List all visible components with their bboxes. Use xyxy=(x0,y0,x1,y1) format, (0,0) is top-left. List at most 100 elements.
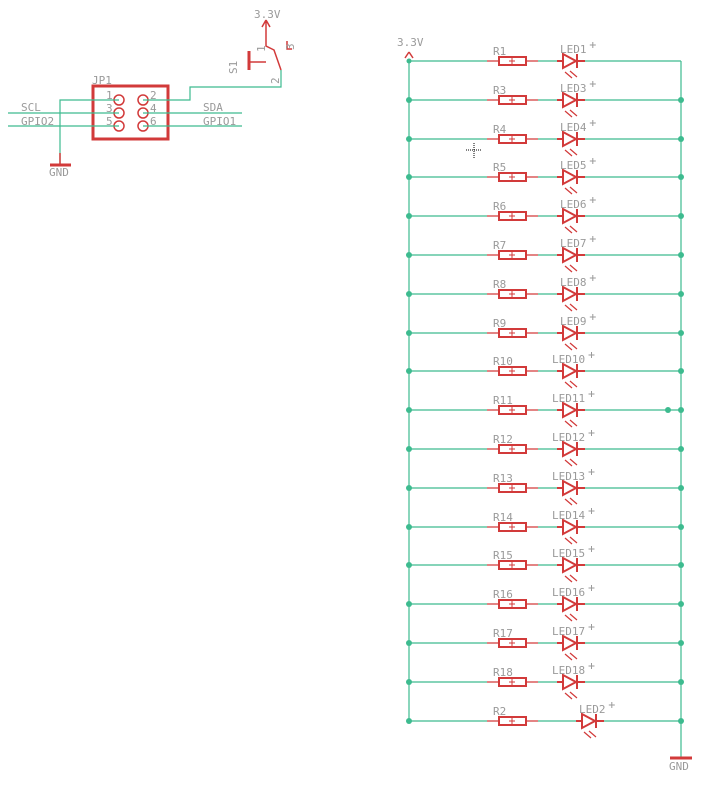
junction xyxy=(678,562,684,568)
junction xyxy=(406,679,412,685)
resistor-body[interactable] xyxy=(498,134,527,144)
resistor-body[interactable] xyxy=(498,366,527,376)
resistor-body[interactable] xyxy=(498,483,527,493)
junction xyxy=(406,174,412,180)
led-diode-icon[interactable] xyxy=(557,673,585,691)
led-diode-icon[interactable] xyxy=(557,285,585,303)
led-diode-icon[interactable] xyxy=(557,634,585,652)
junction xyxy=(406,252,412,258)
resistor-label: R8 xyxy=(493,278,506,291)
anode-plus-icon xyxy=(589,197,596,203)
plus-icon xyxy=(509,640,515,646)
net-wires[interactable] xyxy=(8,112,242,127)
resistor-body[interactable] xyxy=(498,560,527,570)
led-row[interactable]: R9 LED9 xyxy=(406,314,684,351)
plus-icon xyxy=(509,562,515,568)
resistor-body[interactable] xyxy=(498,677,527,687)
resistor-label: R15 xyxy=(493,549,513,562)
resistor-body[interactable] xyxy=(498,716,527,726)
resistor-body[interactable] xyxy=(498,599,527,609)
led-label: LED9 xyxy=(560,315,587,328)
led-diode-icon[interactable] xyxy=(557,362,585,380)
led-diode-icon[interactable] xyxy=(557,479,585,497)
led-diode-icon[interactable] xyxy=(557,595,585,613)
plus-icon xyxy=(509,446,515,452)
led-diode-icon[interactable] xyxy=(576,712,604,730)
led-label: LED5 xyxy=(560,159,587,172)
led-diode-icon[interactable] xyxy=(557,246,585,264)
plus-icon xyxy=(509,368,515,374)
header-jp1[interactable]: JP1 1 2 3 4 5 6 xyxy=(91,74,170,141)
resistor-label: R9 xyxy=(493,317,506,330)
resistor-body[interactable] xyxy=(498,638,527,648)
light-emission-icon xyxy=(564,419,578,428)
junction xyxy=(406,485,412,491)
pin-num: 4 xyxy=(150,102,157,115)
led-diode-icon[interactable] xyxy=(557,207,585,225)
junction xyxy=(406,718,412,724)
switch-wire[interactable] xyxy=(143,70,282,101)
light-emission-icon xyxy=(564,225,578,234)
resistor-body[interactable] xyxy=(498,172,527,182)
led-label: LED7 xyxy=(560,237,587,250)
light-emission-icon xyxy=(564,342,578,351)
junction xyxy=(678,368,684,374)
pin-num: 3 xyxy=(106,102,113,115)
led-diode-icon[interactable] xyxy=(557,556,585,574)
plus-icon xyxy=(509,252,515,258)
resistor-body[interactable] xyxy=(498,328,527,338)
switch-s1[interactable]: 3.3V S1 1 2 3 xyxy=(227,8,297,84)
anode-plus-icon xyxy=(589,158,596,164)
junction xyxy=(678,407,684,413)
led-diode-icon[interactable] xyxy=(557,52,585,70)
led-diode-icon[interactable] xyxy=(557,324,585,342)
resistor-body[interactable] xyxy=(498,95,527,105)
gnd-wire[interactable] xyxy=(59,99,119,165)
led-diode-icon[interactable] xyxy=(557,168,585,186)
light-emission-icon xyxy=(564,380,578,389)
pin-num: 2 xyxy=(150,89,157,102)
light-emission-icon xyxy=(564,691,578,700)
switch-pin: 1 xyxy=(255,45,268,52)
resistor-body[interactable] xyxy=(498,444,527,454)
led-diode-icon[interactable] xyxy=(557,518,585,536)
resistor-label: R2 xyxy=(493,705,506,718)
resistor-body[interactable] xyxy=(498,56,527,66)
plus-icon xyxy=(509,97,515,103)
led-diode-icon[interactable] xyxy=(557,401,585,419)
junction xyxy=(678,601,684,607)
bus-wires[interactable] xyxy=(408,61,682,757)
plus-icon xyxy=(509,330,515,336)
led-diode-icon[interactable] xyxy=(557,440,585,458)
plus-icon xyxy=(509,291,515,297)
resistor-label: R4 xyxy=(493,123,507,136)
resistor-body[interactable] xyxy=(498,250,527,260)
resistor-body[interactable] xyxy=(498,211,527,221)
led-label: LED18 xyxy=(552,664,585,677)
switch-pin: 2 xyxy=(269,77,282,84)
resistor-body[interactable] xyxy=(498,405,527,415)
resistor-body[interactable] xyxy=(498,522,527,532)
led-diode-icon[interactable] xyxy=(557,130,585,148)
anode-plus-icon xyxy=(588,546,595,552)
led-diode-icon[interactable] xyxy=(557,91,585,109)
resistor-body[interactable] xyxy=(498,289,527,299)
